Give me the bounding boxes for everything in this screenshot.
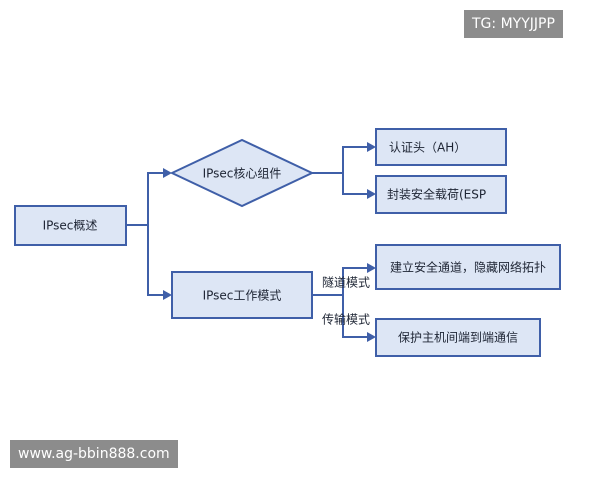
node-root-box <box>14 205 127 246</box>
arrow-modes-to-tunnel <box>367 263 376 273</box>
node-tunnel-result-label: 建立安全通道，隐藏网络拓扑 <box>390 260 546 275</box>
node-work-modes-label: IPsec工作模式 <box>203 289 282 303</box>
arrow-core-to-esp <box>367 189 376 199</box>
arrow-root-to-modes <box>163 290 172 300</box>
edge-core-to-ah <box>312 146 369 174</box>
edge-label-tunnel: 隧道模式 <box>322 275 370 290</box>
edge-root-to-modes <box>147 225 165 296</box>
node-tunnel-result: 建立安全通道，隐藏网络拓扑 <box>375 244 561 290</box>
node-transport-result-box <box>375 318 541 357</box>
arrow-root-to-core <box>163 168 172 178</box>
node-transport-result: 保护主机间端到端通信 <box>375 318 541 357</box>
node-transport-result-label: 保护主机间端到端通信 <box>398 331 518 345</box>
node-ah-label: 认证头（AH） <box>389 141 466 155</box>
node-esp-label: 封装安全载荷(ESP <box>387 187 486 202</box>
arrow-modes-to-transport <box>367 332 376 342</box>
edge-core-to-esp <box>342 173 369 195</box>
node-esp-box <box>375 175 507 214</box>
edge-modes-to-tunnel <box>312 267 369 296</box>
arrow-core-to-ah <box>367 142 376 152</box>
node-esp: 封装安全载荷(ESP <box>375 175 507 214</box>
node-work-modes: IPsec工作模式 <box>171 271 313 319</box>
node-work-modes-box <box>171 271 313 319</box>
edge-modes-to-transport <box>342 295 369 338</box>
node-tunnel-result-box <box>375 244 561 290</box>
node-core-components-label: IPsec核心组件 <box>203 167 282 181</box>
node-core-components-diamond <box>169 138 315 208</box>
node-ah: 认证头（AH） <box>375 128 507 166</box>
node-root: IPsec概述 <box>14 205 127 246</box>
watermark-bottom: www.ag-bbin888.com <box>10 440 178 468</box>
node-core-components: IPsec核心组件 <box>169 138 315 208</box>
node-ah-box <box>375 128 507 166</box>
watermark-top: TG: MYYJJPP <box>464 10 563 38</box>
edge-root-to-core <box>126 172 165 226</box>
node-root-label: IPsec概述 <box>43 219 98 233</box>
edge-label-transport: 传输模式 <box>322 312 370 327</box>
